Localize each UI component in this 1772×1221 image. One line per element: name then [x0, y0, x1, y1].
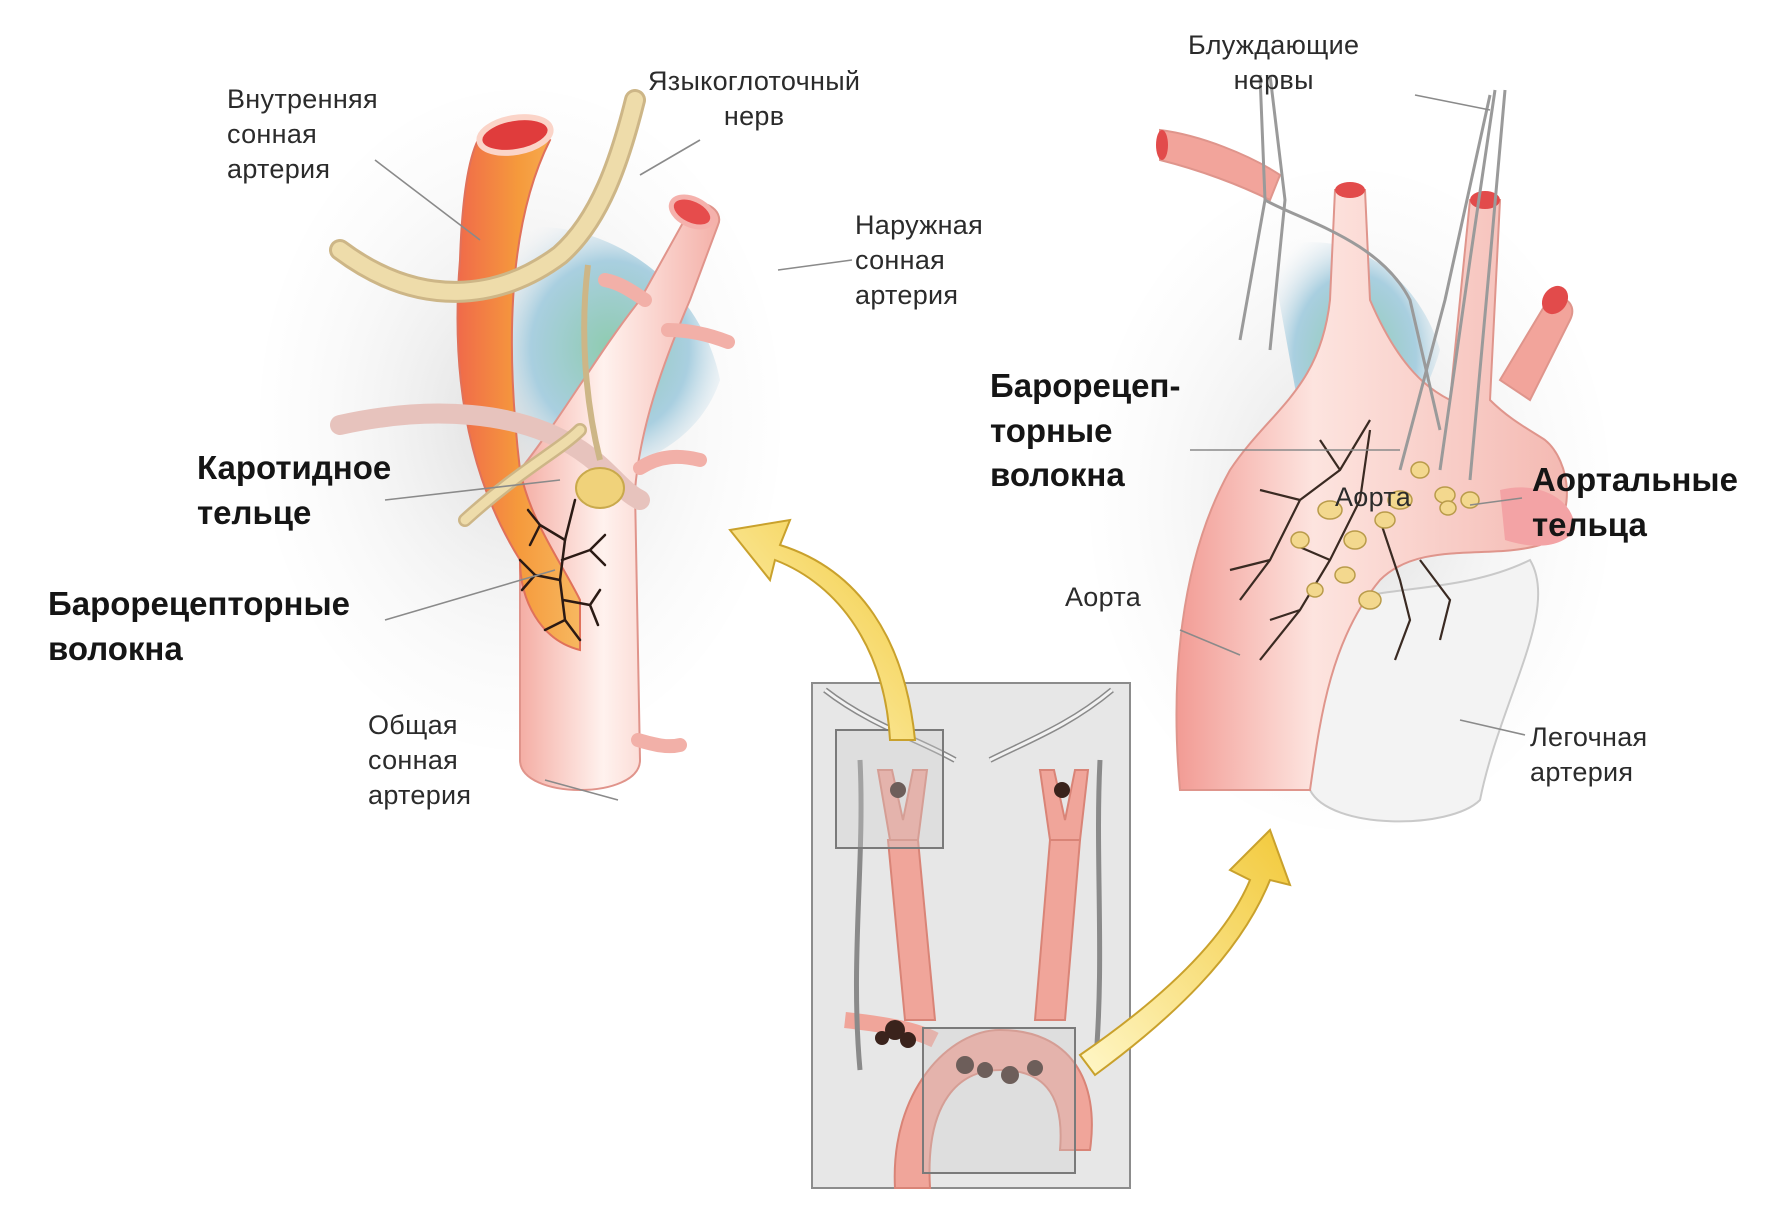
- artery-branch: [631, 733, 687, 754]
- sinus-nerve: [460, 425, 585, 525]
- label-line: Барорецеп-: [990, 367, 1181, 404]
- baroreceptor-fibers-left: [518, 498, 607, 642]
- label-line: артерия: [855, 280, 959, 311]
- label-line: артерия: [368, 780, 472, 811]
- label-line: нерв: [723, 101, 785, 132]
- vessel-lumen: [1335, 182, 1365, 198]
- vagus-nerves-shape: [1238, 74, 1507, 481]
- glossopharyngeal-nerve-shape: [332, 92, 643, 300]
- overview-receptor-clusters: [875, 782, 1070, 1084]
- label-vagus-nerves: Блуждающие нервы: [1188, 28, 1359, 98]
- label-external-carotid: Наружная сонная артерия: [855, 208, 983, 313]
- label-line: нервы: [1233, 65, 1314, 96]
- label-line: тельца: [1532, 505, 1647, 543]
- label-aortic-bodies: Аортальные тельца: [1532, 458, 1738, 547]
- label-line: артерия: [227, 154, 331, 185]
- artery-branch: [633, 449, 707, 475]
- vessel-lumen: [1156, 130, 1168, 160]
- internal-carotid-lumen: [476, 114, 554, 156]
- aortic-arch-end: [1500, 487, 1575, 546]
- arrow-to-carotid: [728, 518, 917, 741]
- nerve-fiber: [581, 264, 603, 461]
- pulmonary-artery-shape: [1309, 558, 1540, 823]
- aorta-shape: [1175, 189, 1568, 791]
- aortic-illustration: [1090, 74, 1610, 830]
- label-line: Языкоглоточный: [648, 66, 861, 96]
- carotid-illustration: [260, 89, 780, 791]
- overview-vagus: [853, 759, 1103, 1071]
- label-aorta-inner: Аорта: [1335, 482, 1412, 512]
- label-glossopharyngeal-nerve: Языкоглоточный нерв: [648, 64, 860, 134]
- label-carotid-body: Каротидное тельце: [197, 446, 391, 535]
- overview-thumbnail: [811, 682, 1131, 1189]
- label-internal-carotid: Внутренняя сонная артерия: [227, 82, 378, 187]
- label-line: сонная: [368, 745, 459, 776]
- label-line: тельце: [197, 493, 312, 531]
- overview-right-bifurcation: [1038, 769, 1090, 841]
- label-line: Наружная: [855, 210, 984, 240]
- label-line: Каротидное: [197, 449, 392, 486]
- label-baroreceptor-fibers-right: Барорецеп- торные волокна: [990, 364, 1180, 498]
- label-line: Общая: [368, 710, 458, 740]
- artery-branch: [661, 323, 735, 349]
- label-line: сонная: [227, 119, 318, 150]
- aortic-branch: [1159, 128, 1282, 202]
- zoom-box-carotid: [835, 729, 944, 849]
- label-line: волокна: [990, 456, 1125, 494]
- vessel-lumen: [1541, 285, 1569, 315]
- label-line: Легочная: [1530, 722, 1648, 752]
- label-baroreceptor-fibers-left: Барорецепторные волокна: [48, 582, 350, 671]
- baroreceptor-fibers-right: [1229, 419, 1452, 661]
- external-carotid-lumen: [668, 194, 716, 230]
- arrow-to-aortic: [1078, 828, 1292, 1077]
- label-line: Внутренняя: [227, 84, 378, 114]
- zoom-box-aortic: [922, 1027, 1076, 1174]
- label-line: артерия: [1530, 757, 1634, 788]
- artery-branch: [598, 273, 652, 307]
- carotid-body-shape: [575, 467, 625, 509]
- label-line: Блуждающие: [1188, 30, 1360, 60]
- label-line: волокна: [48, 629, 183, 667]
- leader-lines: [374, 94, 1526, 801]
- label-line: Барорецепторные: [48, 585, 350, 622]
- overview-left-bifurcation: [876, 769, 929, 841]
- label-pulmonary-artery: Легочная артерия: [1530, 720, 1647, 790]
- label-line: торные: [990, 411, 1113, 449]
- aortic-bodies-shape: [1290, 461, 1480, 610]
- label-aorta-outer: Аорта: [1065, 582, 1142, 612]
- label-common-carotid: Общая сонная артерия: [368, 708, 471, 813]
- label-line: сонная: [855, 245, 946, 276]
- label-line: Аортальные: [1532, 461, 1738, 498]
